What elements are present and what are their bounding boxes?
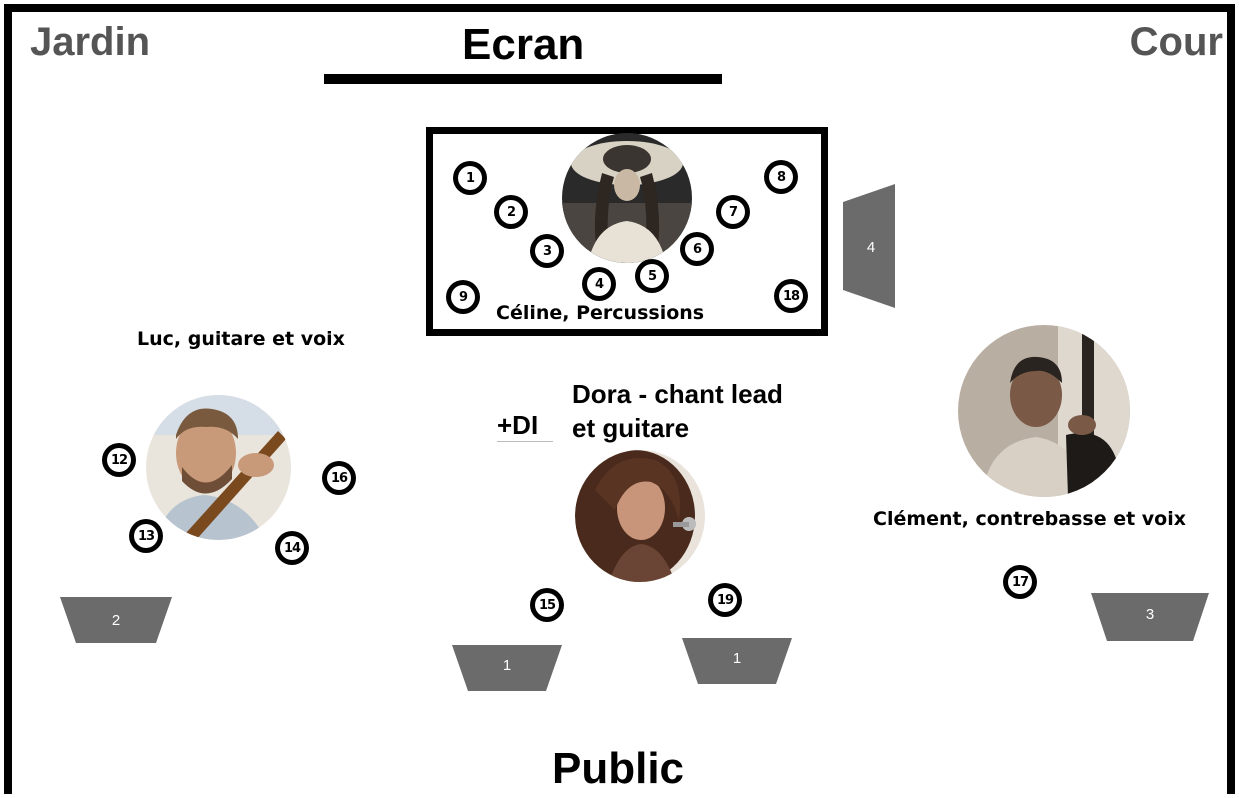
mic-marker: 3 (530, 234, 564, 268)
celine-photo (562, 133, 692, 263)
dora-portrait (575, 450, 705, 582)
mic-number: 12 (107, 448, 131, 472)
mic-marker: 14 (275, 531, 309, 565)
celine-portrait (562, 133, 692, 263)
mic-number: 2 (499, 200, 523, 224)
mic-marker: 5 (635, 259, 669, 293)
di-underline (497, 441, 553, 442)
cour-label: Cour (1129, 20, 1223, 64)
mic-marker: 13 (129, 519, 163, 553)
clement-photo (958, 325, 1130, 497)
monitor-number: 1 (733, 650, 741, 667)
clement-portrait (958, 325, 1130, 497)
mic-marker: 6 (680, 232, 714, 266)
mic-number: 15 (535, 593, 559, 617)
luc-portrait (146, 395, 291, 540)
mic-marker: 16 (322, 461, 356, 495)
mic-marker: 7 (716, 195, 750, 229)
mic-number: 7 (721, 200, 745, 224)
mic-number: 17 (1008, 570, 1032, 594)
clement-label: Clément, contrebasse et voix (873, 508, 1186, 530)
screen-bar (324, 74, 722, 84)
mic-marker: 18 (774, 279, 808, 313)
celine-label: Céline, Percussions (496, 302, 705, 324)
monitor-wedge: 1 (682, 638, 792, 684)
mic-number: 16 (327, 466, 351, 490)
audience-label: Public (552, 744, 685, 793)
monitor-wedge: 2 (60, 597, 172, 643)
dora-label-line2: et guitare (572, 413, 690, 443)
luc-photo (146, 395, 291, 540)
mic-number: 8 (769, 165, 793, 189)
mic-marker: 15 (530, 588, 564, 622)
screen-label: Ecran (462, 20, 585, 69)
monitor-wedge: 1 (452, 645, 562, 691)
mic-marker: 12 (102, 443, 136, 477)
mic-number: 5 (640, 264, 664, 288)
di-label: +DI (497, 410, 539, 440)
monitor-number: 3 (1146, 606, 1154, 623)
monitor-wedge: 4 (843, 184, 895, 308)
monitor-number: 1 (503, 657, 511, 674)
mic-marker: 1 (453, 161, 487, 195)
monitor-wedge: 3 (1091, 593, 1209, 641)
mic-number: 9 (451, 285, 475, 309)
monitor-number: 4 (867, 239, 875, 256)
mic-marker: 9 (446, 280, 480, 314)
dora-label-line1: Dora - chant lead (572, 379, 783, 409)
mic-number: 13 (134, 524, 158, 548)
dora-photo (575, 450, 705, 582)
mic-marker: 2 (494, 195, 528, 229)
mic-marker: 17 (1003, 565, 1037, 599)
luc-label: Luc, guitare et voix (137, 328, 345, 350)
mic-marker: 4 (582, 267, 616, 301)
mic-number: 4 (587, 272, 611, 296)
mic-number: 6 (685, 237, 709, 261)
mic-marker: 8 (764, 160, 798, 194)
mic-number: 19 (713, 588, 737, 612)
mic-number: 1 (458, 166, 482, 190)
mic-number: 18 (779, 284, 803, 308)
mic-number: 14 (280, 536, 304, 560)
jardin-label: Jardin (30, 20, 151, 64)
monitor-number: 2 (112, 612, 120, 629)
mic-number: 3 (535, 239, 559, 263)
mic-marker: 19 (708, 583, 742, 617)
